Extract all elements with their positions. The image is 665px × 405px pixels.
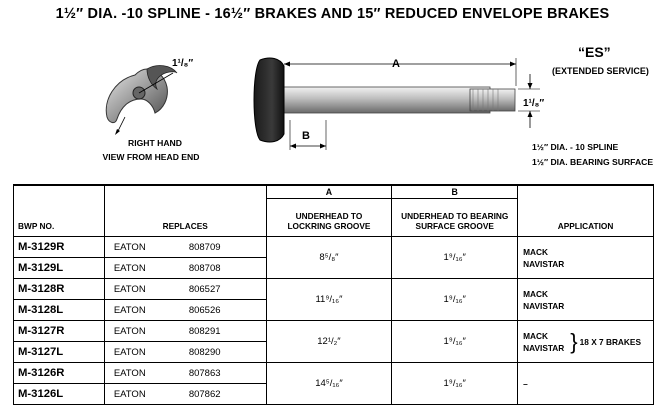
spec-bearing: 1½″ DIA. BEARING SURFACE (532, 157, 654, 167)
caption-right-hand: RIGHT HAND (128, 138, 182, 148)
dim-b-cell: 1⁹/₁₆″ (391, 362, 519, 405)
bwp-number: M-3129R (13, 236, 105, 258)
dim-a-cell: 12¹/₂″ (265, 320, 393, 363)
header-group-a: A (265, 184, 393, 199)
bwp-number: M-3128R (13, 278, 105, 300)
caption-view: VIEW FROM HEAD END (102, 152, 200, 162)
spec-spline: 1½″ DIA. - 10 SPLINE (532, 142, 619, 152)
header-application: APPLICATION (517, 184, 654, 237)
dim-b-cell: 1⁹/₁₆″ (391, 278, 519, 321)
es-title: “ES” (578, 44, 611, 60)
bwp-number: M-3129L (13, 257, 105, 279)
brace-icon: } (570, 328, 578, 354)
dim-a-cell: 8⁵/₈″ (265, 236, 393, 279)
spec-table: BWP NO. REPLACES A B APPLICATION UNDERHE… (13, 184, 654, 405)
header-replaces: REPLACES (103, 184, 267, 237)
bwp-number: M-3127R (13, 320, 105, 342)
bwp-number: M-3128L (13, 299, 105, 321)
page-title: 1½″ DIA. -10 SPLINE - 16½″ BRAKES AND 15… (55, 6, 610, 22)
dim-b-cell: 1⁹/₁₆″ (391, 236, 519, 279)
dim-a-cell: 11⁹/₁₆″ (265, 278, 393, 321)
dim-a-cell: 14⁵/₁₆″ (265, 362, 393, 405)
end-dimension-label: 1¹/₈″ (523, 98, 545, 109)
header-bwp: BWP NO. (13, 184, 105, 237)
bwp-number: M-3126R (13, 362, 105, 384)
es-subtitle: (EXTENDED SERVICE) (552, 66, 649, 76)
header-group-b: B (391, 184, 519, 199)
cam-head-illustration (105, 65, 178, 135)
dim-b-cell: 1⁹/₁₆″ (391, 320, 519, 363)
bwp-number: M-3126L (13, 383, 105, 405)
dimension-a-label: A (392, 58, 400, 70)
bwp-number: M-3127L (13, 341, 105, 363)
application-cell: – (517, 362, 654, 405)
application-note: 18 X 7 BRAKES (579, 336, 641, 347)
dimension-b-label: B (302, 130, 310, 142)
head-dimension-label: 1¹/₈″ (172, 58, 194, 69)
camshaft-illustration (253, 57, 540, 150)
